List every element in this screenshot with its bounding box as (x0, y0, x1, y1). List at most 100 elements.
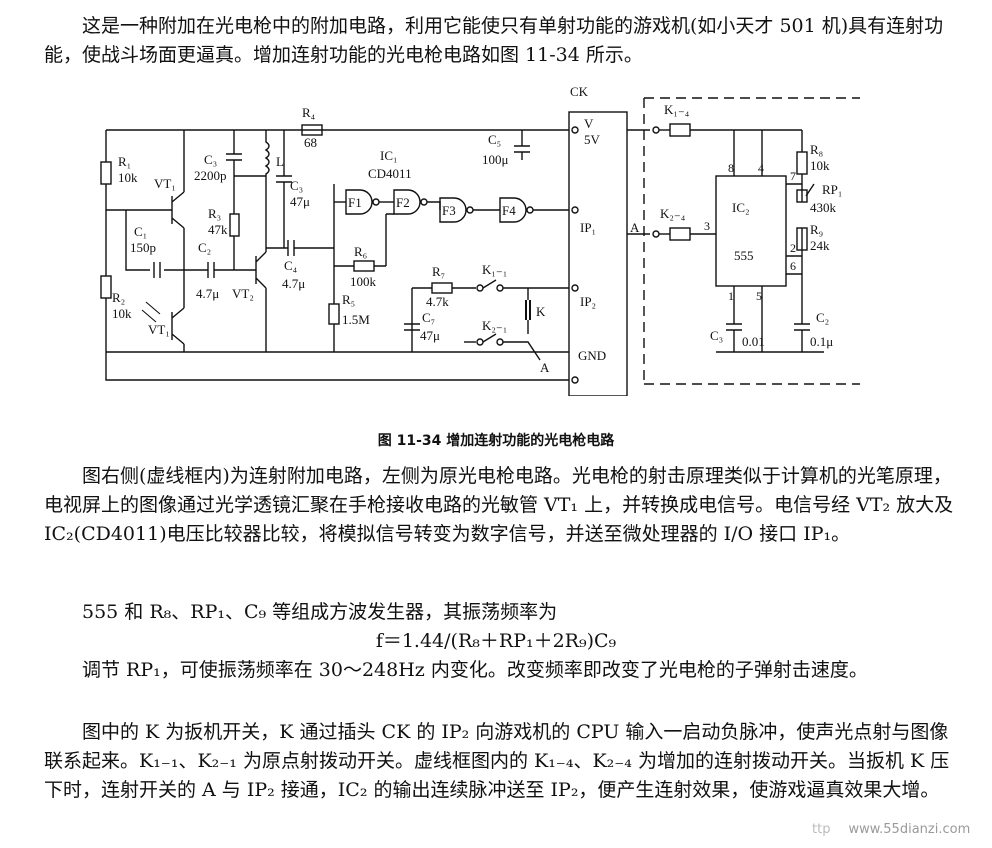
svg-text:K: K (536, 304, 546, 319)
svg-text:IP₂: IP₂ (580, 294, 596, 309)
svg-text:L: L (276, 154, 284, 169)
trigger-paragraph: 图中的 K 为扳机开关，K 通过插头 CK 的 IP₂ 向游戏机的 CPU 输入… (44, 721, 950, 801)
svg-text:F3: F3 (442, 203, 456, 218)
dashed-box (643, 97, 860, 385)
svg-text:R₉: R₉ (810, 222, 823, 237)
inductor-l (264, 130, 270, 184)
r3-resistor (229, 213, 240, 237)
svg-text:VT₂: VT₂ (232, 286, 254, 301)
gate-f3 (439, 197, 467, 223)
svg-text:10k: 10k (118, 170, 138, 185)
r9-resistor (796, 227, 808, 251)
svg-text:RP₁: RP₁ (822, 182, 842, 197)
svg-text:7: 7 (790, 169, 796, 183)
svg-text:R₃: R₃ (208, 206, 221, 221)
svg-text:R₆: R₆ (354, 244, 367, 259)
rp1-pot (796, 189, 808, 203)
vt1-photo-transistor (171, 272, 185, 352)
svg-text:C₃: C₃ (710, 328, 723, 343)
svg-text:555: 555 (734, 248, 754, 263)
svg-text:100μ: 100μ (482, 152, 509, 167)
svg-text:VT₁: VT₁ (154, 176, 176, 191)
svg-text:C₃: C₃ (290, 178, 303, 193)
svg-text:C₄: C₄ (284, 258, 298, 273)
gate-f1 (345, 189, 373, 215)
svg-text:1.5M: 1.5M (342, 312, 370, 327)
r5-resistor (328, 303, 340, 325)
oscillator-paragraph: 555 和 R₈、RP₁、C₉ 等组成方波发生器，其振荡频率为 (82, 601, 558, 623)
gate-f2 (393, 189, 421, 215)
svg-text:47μ: 47μ (420, 328, 440, 343)
r4-resistor (301, 124, 323, 136)
svg-text:VT₁: VT₁ (148, 322, 170, 337)
svg-text:4.7μ: 4.7μ (282, 276, 305, 291)
svg-text:8: 8 (728, 161, 734, 175)
ck-connector (568, 111, 628, 396)
svg-text:K₂₋₁: K₂₋₁ (482, 318, 507, 333)
svg-text:F4: F4 (502, 203, 516, 218)
vt2-transistor (244, 184, 267, 352)
svg-text:150p: 150p (130, 240, 156, 255)
svg-text:C₃: C₃ (204, 152, 217, 167)
svg-text:10k: 10k (810, 158, 830, 173)
svg-text:5: 5 (756, 289, 762, 303)
r8-resistor (796, 151, 808, 175)
frequency-formula: f＝1.44/(R₈＋RP₁＋2R₉)C₉ (375, 630, 617, 652)
svg-text:10k: 10k (112, 306, 132, 321)
svg-text:R₂: R₂ (112, 290, 125, 305)
svg-text:47k: 47k (208, 222, 228, 237)
circuit-diagram: CK R₄ 68 IC₁ CD4011 C₅ 100μ V 5V IP₁ IP₂… (100, 84, 860, 396)
svg-text:C₂: C₂ (198, 240, 211, 255)
principle-paragraph: 图右侧(虚线框内)为连射附加电路，左侧为原光电枪电路。光电枪的射击原理类似于计算… (44, 465, 954, 545)
svg-text:C₇: C₇ (422, 310, 435, 325)
svg-text:0.1μ: 0.1μ (810, 334, 833, 349)
svg-text:2: 2 (790, 241, 796, 255)
svg-text:R₅: R₅ (342, 292, 355, 307)
svg-text:R₁: R₁ (118, 154, 131, 169)
svg-text:C₅: C₅ (488, 132, 501, 147)
svg-text:A: A (630, 220, 640, 235)
svg-text:3: 3 (704, 219, 710, 233)
figure-caption: 图 11-34 增加连射功能的光电枪电路 (377, 433, 615, 449)
ic2-555 (715, 175, 787, 287)
label-ck: CK (570, 84, 589, 99)
svg-text:CD4011: CD4011 (368, 166, 412, 181)
svg-text:IC₁: IC₁ (380, 148, 398, 163)
svg-text:47μ: 47μ (290, 194, 310, 209)
svg-text:68: 68 (304, 135, 317, 150)
svg-text:GND: GND (578, 348, 606, 363)
vt1-top-transistor (171, 130, 185, 272)
svg-text:IC₂: IC₂ (732, 200, 750, 215)
r1-resistor (100, 161, 112, 185)
intro-paragraph: 这是一种附加在光电枪中的附加电路，利用它能使只有单射功能的游戏机(如小天才 50… (44, 15, 944, 66)
svg-text:4.7μ: 4.7μ (196, 286, 219, 301)
r6-resistor (353, 260, 375, 272)
svg-text:1: 1 (728, 289, 734, 303)
svg-text:430k: 430k (810, 200, 837, 215)
r2-resistor (100, 275, 112, 299)
svg-text:6: 6 (790, 259, 796, 273)
svg-text:V: V (584, 116, 594, 131)
svg-text:K₁₋₄: K₁₋₄ (664, 102, 690, 117)
svg-text:100k: 100k (350, 274, 377, 289)
svg-text:24k: 24k (810, 238, 830, 253)
svg-text:0.01: 0.01 (742, 334, 765, 349)
svg-text:K₁₋₁: K₁₋₁ (482, 262, 507, 277)
svg-text:F1: F1 (348, 195, 362, 210)
svg-text:R₄: R₄ (302, 105, 316, 120)
svg-text:R₇: R₇ (432, 264, 445, 279)
svg-text:K₂₋₄: K₂₋₄ (660, 206, 686, 221)
rp1-paragraph: 调节 RP₁，可使振荡频率在 30～248Hz 内变化。改变频率即改变了光电枪的… (82, 659, 868, 681)
svg-text:C₁: C₁ (134, 224, 147, 239)
svg-text:4: 4 (758, 161, 764, 175)
svg-text:R₈: R₈ (810, 142, 823, 157)
svg-text:2200p: 2200p (194, 168, 227, 183)
gate-f4 (499, 197, 527, 223)
r7-resistor (431, 282, 453, 294)
svg-text:5V: 5V (584, 132, 601, 147)
svg-text:A: A (540, 360, 550, 375)
svg-text:4.7k: 4.7k (426, 294, 449, 309)
svg-text:F2: F2 (396, 195, 410, 210)
svg-text:C₂: C₂ (816, 310, 829, 325)
